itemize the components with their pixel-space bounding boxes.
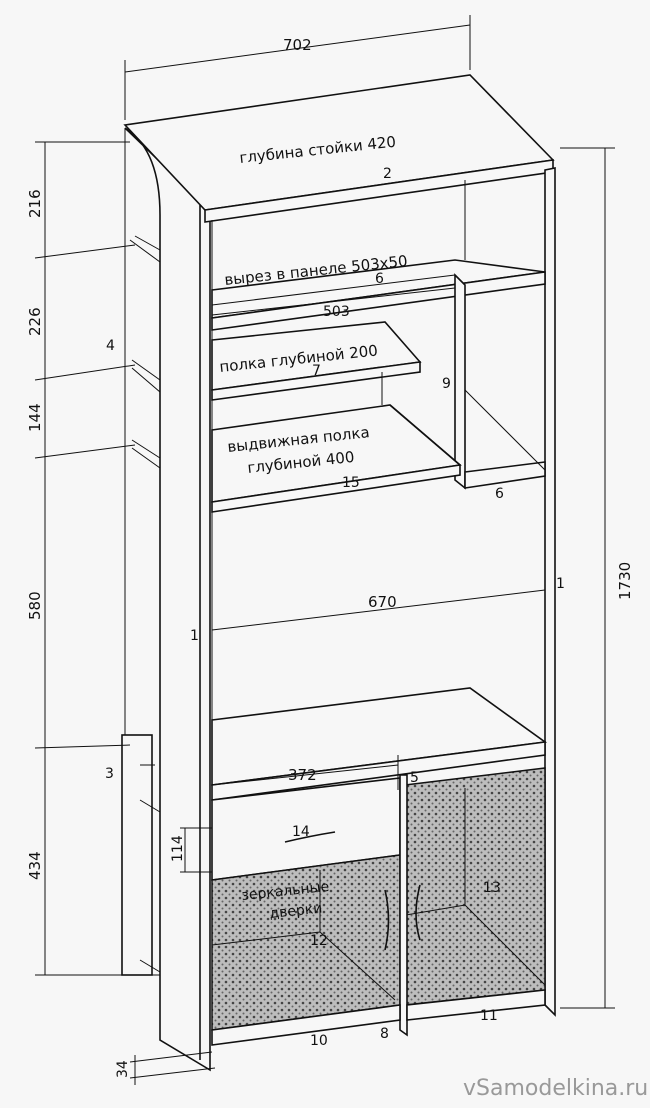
part-number: 9 xyxy=(442,376,451,392)
drawer-height-dimension: 114 xyxy=(170,835,186,862)
inner-width-dimension: 670 xyxy=(368,593,397,611)
mirror-doors xyxy=(211,767,546,1037)
part-number: 5 xyxy=(410,770,419,786)
top-panel xyxy=(123,74,555,223)
part-number: 6 xyxy=(495,486,504,502)
pullout-shelf-15 xyxy=(211,404,462,513)
level-dimension: 226 xyxy=(26,307,44,336)
dimension-lines xyxy=(34,15,615,1085)
plinth xyxy=(211,989,546,1046)
level-dimension: 580 xyxy=(26,591,44,620)
level-dimension: 434 xyxy=(26,851,44,880)
part-number: 3 xyxy=(105,766,114,782)
level-dimension: 216 xyxy=(26,189,44,218)
cutout-length: 503 xyxy=(323,304,350,320)
part-number: 1 xyxy=(556,576,565,592)
part-number: 7 xyxy=(312,363,321,379)
height-dimension: 1730 xyxy=(616,562,634,600)
right-small-shelf xyxy=(464,389,546,489)
side-shelf-stubs xyxy=(121,235,161,976)
part-number: 15 xyxy=(342,475,360,491)
part-number: 12 xyxy=(310,933,328,949)
mirror-doors-note: дверки xyxy=(269,901,323,922)
width-dimension: 702 xyxy=(283,36,312,54)
part-number: 1 xyxy=(190,628,199,644)
part-number: 11 xyxy=(480,1008,498,1024)
drawer-width-dimension: 372 xyxy=(288,766,317,784)
part-number: 14 xyxy=(292,824,310,840)
part-number: 2 xyxy=(383,166,392,182)
level-dimension: 144 xyxy=(26,403,44,432)
part-number: 13 xyxy=(483,880,501,896)
right-side-panel xyxy=(464,167,556,1017)
plinth-dimension: 34 xyxy=(115,1060,131,1078)
part-number: 8 xyxy=(380,1026,389,1042)
shelf-7 xyxy=(211,321,422,405)
part-number: 10 xyxy=(310,1033,328,1049)
part-number: 6 xyxy=(375,271,384,287)
watermark: vSamodelkina.ru xyxy=(463,1076,648,1101)
middle-shelf xyxy=(211,589,548,801)
part-number: 4 xyxy=(106,338,115,354)
partition-9 xyxy=(454,273,466,490)
